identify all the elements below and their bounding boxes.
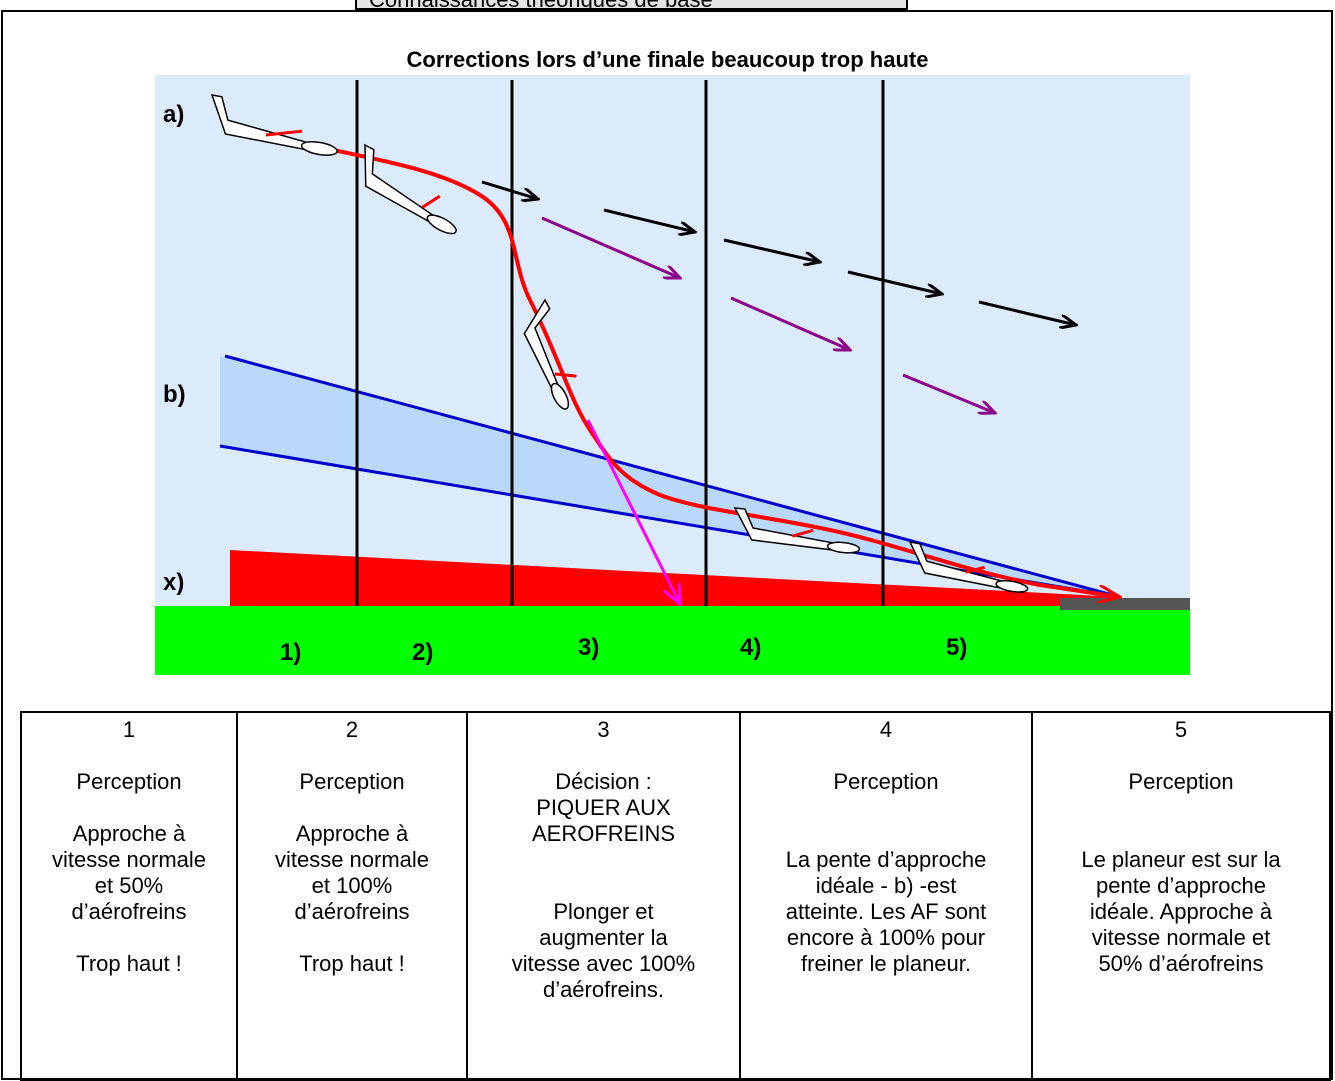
phase-text-line: et 50% [94, 873, 164, 898]
dive-arrow [586, 419, 680, 604]
glider-icon [364, 143, 457, 235]
speed-arrow [847, 270, 942, 294]
phase-text-line: idéale - b) -est [815, 873, 957, 898]
phase-text-line: Approche à [72, 821, 186, 846]
too-low-zone [230, 550, 1120, 606]
zone-label-3: 3) [578, 634, 599, 661]
speed-arrow [978, 300, 1076, 325]
runway [1060, 598, 1190, 610]
header-tab-label: Connaissances théoriques de base [369, 0, 713, 8]
figure-title: Corrections lors d’une finale beaucoup t… [406, 47, 929, 72]
glider-icon [523, 298, 577, 410]
phase-text-line: 50% d’aérofreins [1098, 951, 1264, 976]
phase-text-line: La pente d’approche [785, 847, 987, 872]
phase-text-line: freiner le planeur. [801, 951, 971, 976]
phases-table: 1 Perception Approche à vitesse normale … [20, 711, 1331, 1081]
descent-arrow [541, 216, 680, 278]
phase-text-line: Le planeur est sur la [1081, 847, 1281, 872]
zone-label-1: 1) [280, 639, 301, 666]
phase-text-line: d’aérofreins [71, 899, 187, 924]
descent-arrow [902, 373, 995, 413]
phase-text-line: vitesse avec 100% [511, 951, 696, 976]
phase-number: 3 [597, 717, 610, 742]
phase-text-line: et 100% [311, 873, 393, 898]
speed-arrow [481, 180, 538, 199]
descent-arrow [730, 296, 850, 350]
table-row: 1 Perception Approche à vitesse normale … [20, 711, 1331, 1081]
phase-cell-5: 5 Perception Le planeur est sur la pente… [1031, 711, 1331, 1081]
glider-icon [908, 541, 1029, 594]
zone-label-4: 4) [740, 634, 761, 661]
label-a: a) [163, 101, 184, 128]
zone-label-5: 5) [946, 634, 967, 661]
phase-text-line: PIQUER AUX [536, 795, 671, 820]
phase-number: 2 [345, 717, 359, 742]
phase-text-line: Approche à [295, 821, 409, 846]
speed-arrow [603, 208, 695, 232]
phase-text-line: vitesse normale [51, 847, 207, 872]
phase-heading: Décision : [555, 769, 652, 794]
zone-label-2: 2) [412, 639, 433, 666]
label-x: x) [163, 569, 184, 596]
phase-text-line: d’aérofreins. [542, 977, 665, 1002]
phase-cell-1: 1 Perception Approche à vitesse normale … [20, 711, 238, 1081]
slope-upper-line [224, 354, 1121, 599]
document-header-tab: Connaissances théoriques de base [355, 0, 908, 10]
phase-number: 4 [879, 717, 893, 742]
label-b: b) [163, 381, 186, 408]
phase-text-line: encore à 100% pour [786, 925, 986, 950]
phase-heading: Perception [76, 769, 182, 794]
phase-text-line: AEROFREINS [531, 821, 676, 846]
phase-text-line: Trop haut ! [76, 951, 182, 976]
landing-diagram: a) b) x) 1) 2) 3) 4) 5) [155, 75, 1190, 675]
phase-text-line: idéale. Approche à [1089, 899, 1273, 924]
phase-text-line: Trop haut ! [299, 951, 405, 976]
phase-number: 5 [1174, 717, 1188, 742]
sky-background [155, 75, 1190, 610]
phase-text-line: d’aérofreins [294, 899, 410, 924]
phase-text-line: augmenter la [539, 925, 668, 950]
phase-text-line: vitesse normale [274, 847, 430, 872]
phase-text-line: pente d’approche [1095, 873, 1267, 898]
ground [155, 606, 1190, 675]
phase-heading: Perception [833, 769, 939, 794]
phase-heading: Perception [1128, 769, 1234, 794]
flight-path [299, 141, 1120, 597]
glider-icon [210, 94, 338, 156]
phase-cell-4: 4 Perception La pente d’approche idéale … [739, 711, 1033, 1081]
speed-arrow [723, 238, 820, 262]
glider-icon [733, 507, 861, 554]
phase-cell-3: 3 Décision : PIQUER AUX AEROFREINS Plong… [466, 711, 741, 1081]
phase-number: 1 [122, 717, 136, 742]
phase-text-line: Plonger et [553, 899, 654, 924]
phase-text-line: vitesse normale et [1091, 925, 1271, 950]
phase-heading: Perception [299, 769, 405, 794]
phase-cell-2: 2 Perception Approche à vitesse normale … [236, 711, 468, 1081]
phase-text-line: atteinte. Les AF sont [785, 899, 987, 924]
